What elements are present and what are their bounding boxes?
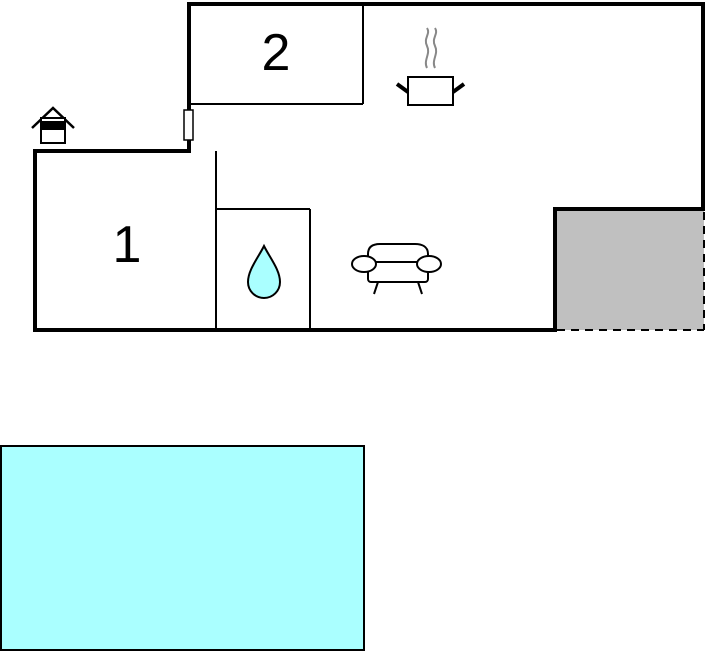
terrace xyxy=(556,209,704,330)
room-label-2: 2 xyxy=(262,24,291,82)
terrace-boundary xyxy=(557,212,705,331)
cooking-pot-icon xyxy=(395,27,466,106)
house-entrance-icon xyxy=(31,106,75,144)
interior-walls xyxy=(189,4,364,330)
room-label-1: 1 xyxy=(113,216,142,274)
entrance-door-marker xyxy=(183,109,194,141)
outer-walls xyxy=(33,2,705,332)
water-drop-icon xyxy=(246,243,282,299)
swimming-pool xyxy=(0,445,365,651)
sofa-icon xyxy=(351,243,442,295)
